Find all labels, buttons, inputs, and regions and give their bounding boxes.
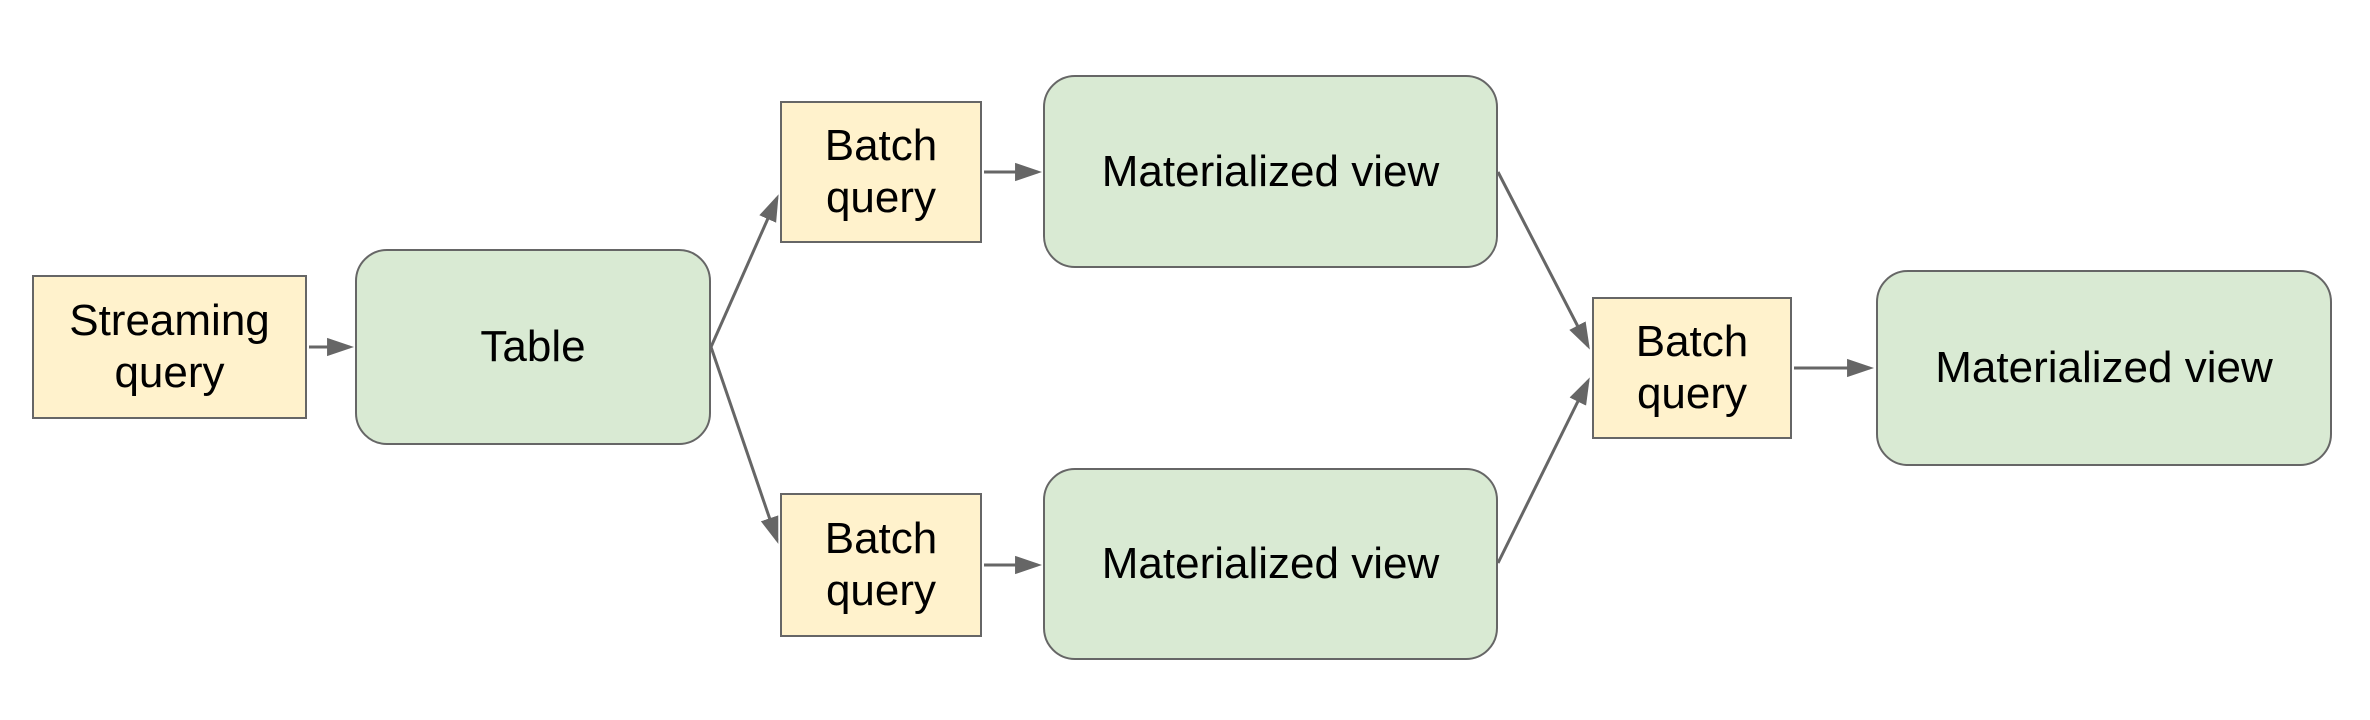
arrow-mv-bottom-to-batch-right: [1496, 377, 1590, 564]
node-materialized-view-top-label: Materialized view: [1101, 146, 1440, 196]
arrow-mv-top-to-batch-right: [1496, 171, 1590, 350]
node-table-label: Table: [480, 322, 586, 372]
arrow-table-to-batch-bottom: [709, 346, 779, 544]
node-batch-query-bottom: Batch query: [780, 493, 982, 637]
node-materialized-view-top: Materialized view: [1043, 75, 1498, 268]
arrow-table-to-batch-top: [709, 194, 779, 348]
node-streaming-query: Streaming query: [32, 275, 307, 419]
node-batch-query-top: Batch query: [780, 101, 982, 243]
node-materialized-view-right: Materialized view: [1876, 270, 2332, 466]
node-materialized-view-bottom-label: Materialized view: [1101, 539, 1440, 589]
node-materialized-view-right-label: Materialized view: [1935, 343, 2273, 393]
node-table: Table: [355, 249, 711, 445]
node-materialized-view-bottom: Materialized view: [1043, 468, 1498, 660]
node-streaming-query-label: Streaming query: [69, 296, 270, 397]
node-batch-query-right-label: Batch query: [1635, 317, 1749, 418]
node-batch-query-right: Batch query: [1592, 297, 1792, 439]
node-batch-query-bottom-label: Batch query: [824, 514, 938, 615]
node-batch-query-top-label: Batch query: [824, 121, 938, 222]
